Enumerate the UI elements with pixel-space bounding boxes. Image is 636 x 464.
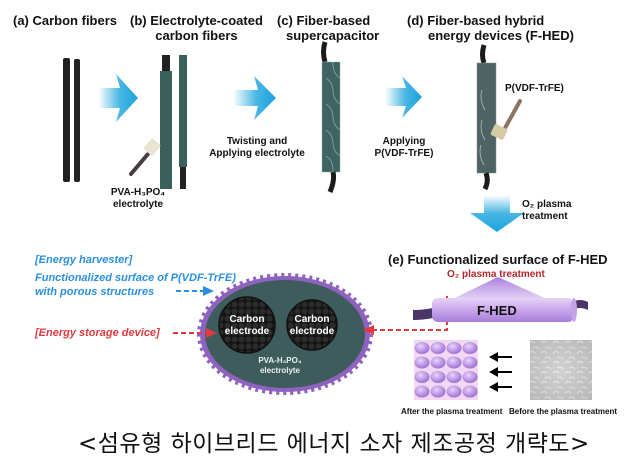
plasma-label: O₂ plasma treatment xyxy=(522,199,571,223)
electrolyte-label-line2: electrolyte xyxy=(112,199,164,210)
harvester-description-line2: with porous structures xyxy=(35,286,155,298)
pore xyxy=(430,356,446,369)
after-plasma-surface xyxy=(414,340,478,400)
before-plasma-surface xyxy=(530,340,592,400)
plasma-down-arrow xyxy=(470,195,524,232)
electrode-1-label-line2: electrode xyxy=(224,326,270,337)
plasma-treatment-label: O₂ plasma treatment xyxy=(447,269,545,280)
step-b-title-line2: carbon fibers xyxy=(155,28,238,43)
process-arrow-3 xyxy=(385,76,422,118)
cross-section-electrolyte-label: PVA-H₃PO₄ electrolyte xyxy=(245,356,315,376)
electrode-1-label-line1: Carbon xyxy=(229,314,265,325)
harvester-description-line1: Functionalized surface of P(VDF-TrFE) xyxy=(35,272,236,284)
pore xyxy=(446,342,462,354)
pvdf-brush-label: P(VDF-TrFE) xyxy=(505,83,564,94)
comparison-arrows xyxy=(489,352,512,392)
applying-label-line1: Applying xyxy=(382,136,426,147)
applying-label: Applying P(VDF-TrFE) xyxy=(362,136,446,160)
left-arrow-icon xyxy=(489,382,512,392)
step-a-title: (a) Carbon fibers xyxy=(13,13,118,28)
electrode-2-label-line1: Carbon xyxy=(294,314,330,325)
carbon-electrode-1 xyxy=(218,296,276,354)
paintbrush-icon xyxy=(129,138,161,176)
plasma-label-line1: O₂ plasma xyxy=(522,199,572,210)
step-e-title: (e) Functionalized surface of F-HED xyxy=(388,252,608,267)
step-c-title-line2: supercapacitor xyxy=(286,28,380,43)
fhed-tube xyxy=(413,298,588,322)
step-d-title: (d) Fiber-based hybrid energy devices (F… xyxy=(407,13,574,43)
left-arrow-icon xyxy=(489,352,512,362)
after-plasma-label: After the plasma treatment xyxy=(401,407,503,416)
pore xyxy=(430,371,446,383)
cross-section-electrolyte-line1: PVA-H₃PO₄ xyxy=(258,356,302,365)
pore xyxy=(462,371,478,383)
carbon-fibers xyxy=(63,58,80,182)
twisting-label: Twisting and Applying electrolyte xyxy=(202,136,312,160)
step-c-title-line1: (c) Fiber-based xyxy=(277,13,371,28)
process-arrow-2 xyxy=(233,76,276,120)
pore xyxy=(414,342,430,354)
plasma-label-line2: treatment xyxy=(522,211,568,222)
figure-caption: <섬유형 하이브리드 에너지 소자 제조공정 개략도> xyxy=(78,431,590,457)
fiber-supercapacitor xyxy=(321,41,341,193)
pore xyxy=(414,385,430,398)
storage-pointer-arrow xyxy=(173,328,217,338)
pore xyxy=(414,371,430,383)
paintbrush-icon xyxy=(490,99,522,140)
energy-harvester-label: [Energy harvester] xyxy=(35,254,133,266)
process-arrow-1 xyxy=(98,74,138,122)
electrolyte-label: PVA-H₃PO₄ electrolyte xyxy=(103,187,173,211)
pore xyxy=(446,371,462,383)
applying-label-line2: P(VDF-TrFE) xyxy=(374,148,434,159)
energy-storage-label: [Energy storage device] xyxy=(35,327,160,339)
pore xyxy=(462,385,478,398)
electrolyte-coated-fibers xyxy=(160,55,187,189)
twisting-label-line1: Twisting and xyxy=(226,136,288,147)
electrode-1-label: Carbon electrode xyxy=(219,314,275,338)
pore xyxy=(430,385,446,398)
cross-section-electrolyte-line2: electrolyte xyxy=(259,366,301,375)
electrode-2-label-line2: electrode xyxy=(289,326,335,337)
fhed-label: F-HED xyxy=(477,303,517,318)
fiber-cross-section xyxy=(197,273,373,395)
twisting-label-line2: Applying electrolyte xyxy=(209,148,305,159)
left-arrow-icon xyxy=(489,367,512,377)
pore xyxy=(462,342,478,354)
step-d-title-line1: (d) Fiber-based hybrid xyxy=(407,13,545,28)
step-c-title: (c) Fiber-based supercapacitor xyxy=(277,13,380,43)
carbon-electrode-2 xyxy=(286,299,338,351)
before-plasma-label: Before the plasma treatment xyxy=(509,407,618,416)
step-b-title: (b) Electrolyte-coated carbon fibers xyxy=(130,13,263,43)
pore xyxy=(462,356,478,369)
harvester-pointer-arrow xyxy=(176,286,214,296)
pore xyxy=(430,342,446,354)
step-b-title-line1: (b) Electrolyte-coated xyxy=(130,13,263,28)
pore xyxy=(446,385,462,398)
electrode-2-label: Carbon electrode xyxy=(285,314,339,338)
pore xyxy=(414,356,430,369)
step-d-title-line2: energy devices (F-HED) xyxy=(428,28,574,43)
harvester-description: Functionalized surface of P(VDF-TrFE) wi… xyxy=(35,271,236,299)
pore xyxy=(446,356,462,369)
electrolyte-label-line1: PVA-H₃PO₄ xyxy=(110,187,166,198)
fiber-hybrid-device xyxy=(476,44,497,191)
